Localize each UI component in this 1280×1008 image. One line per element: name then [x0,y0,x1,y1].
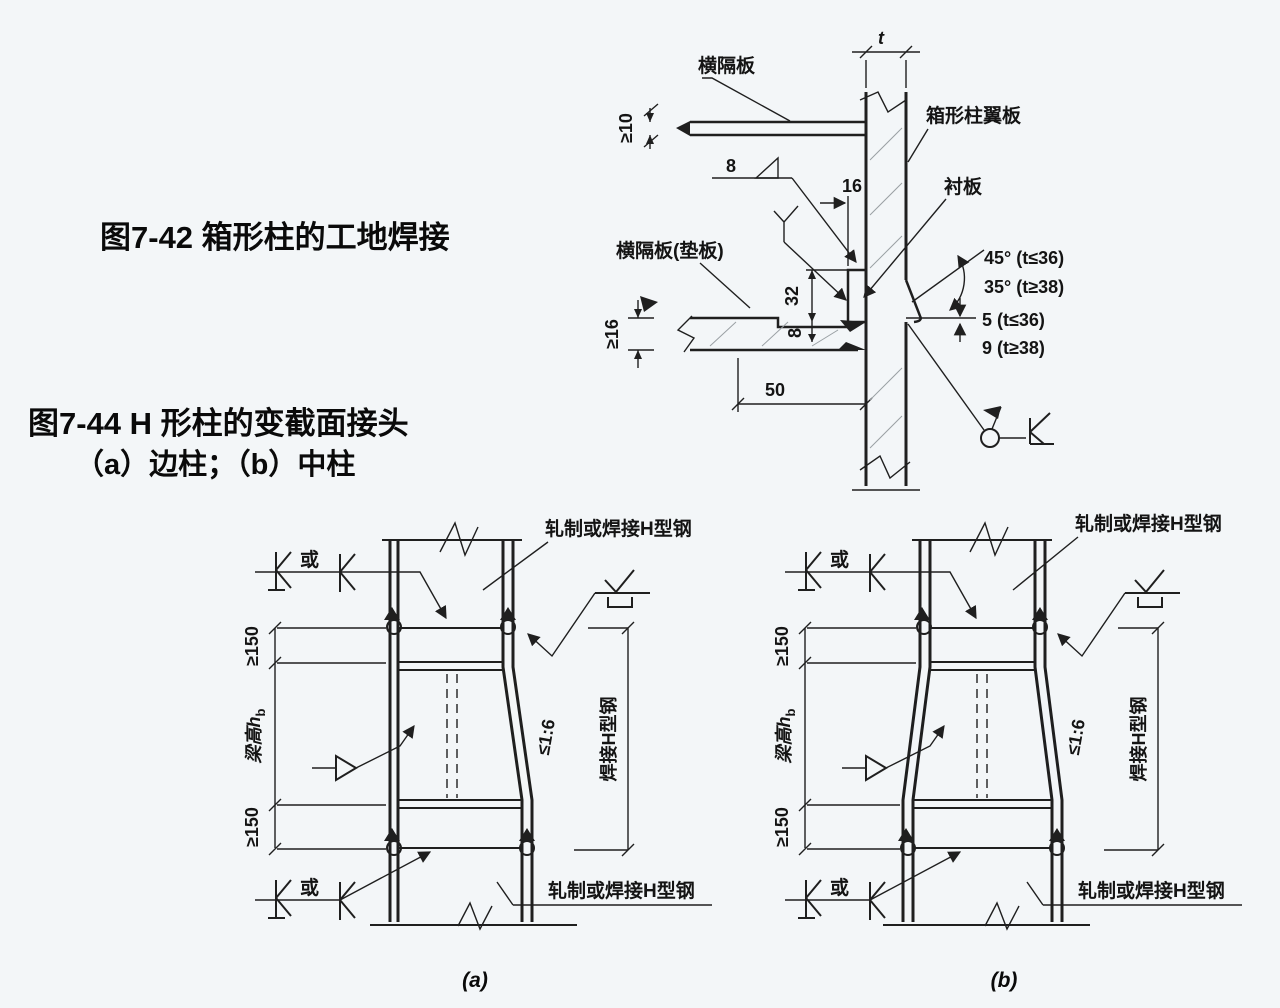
fig42-caption: 图7-42 箱形柱的工地焊接 [100,220,450,255]
column-a-body [370,521,577,931]
dim-150-bottom-a: ≥150 [242,807,262,847]
welded-h-a: 焊接H型钢 [598,697,619,782]
gap-5-label: 5 (t≤36) [982,310,1045,330]
caption-a: (a) [462,969,488,992]
column-b-or-bottom: 或 [785,851,962,920]
angle-45-label: 45° (t≤36) [984,248,1064,268]
mid-plate-text: 横隔板(垫板) [616,239,724,262]
dim-ge16: ≥16 [602,296,658,368]
or-bottom-b: 或 [830,876,849,899]
column-a-or-bottom: 或 [255,851,432,920]
column-a-right-dim: 焊接H型钢 [574,621,635,857]
column-b-left-dims: ≥150 梁高hb ≥150 [772,621,916,856]
column-b-labels: 轧制或焊接H型钢 轧制或焊接H型钢 [1012,512,1242,906]
fillet-size: 8 [726,156,736,176]
weld-tack-triangle [640,296,658,312]
dim-50: 50 [731,358,873,412]
backing-bar: 衬板 [846,175,983,324]
slope-b: ≤1:6 [1063,718,1089,757]
column-a-labels: 轧制或焊接H型钢 轧制或焊接H型钢 [482,517,712,906]
dim-150-top-a: ≥150 [242,626,262,666]
column-b-diagram: ≥150 梁高hb ≥150 或 或 轧制或焊接H型钢 轧制或焊接H型钢 [772,512,1242,992]
fig44-title: 图7-44 H 形柱的变截面接头 [28,406,409,441]
caption-block: 图7-42 箱形柱的工地焊接 图7-44 H 形柱的变截面接头 （a）边柱；（b… [28,220,450,481]
dim-16-label: 16 [842,176,862,196]
flange-label: 箱形柱翼板 [907,104,1022,163]
bevel-angles: 45° (t≤36) 35° (t≥38) 5 (t≤36) 9 (t≥38) [904,248,1064,358]
column-b-body [883,521,1090,931]
column-a-or-top: 或 [255,548,447,620]
label-top-a: 轧制或焊接H型钢 [545,517,692,540]
dim-150-bottom-b: ≥150 [772,807,792,847]
angle-35-label: 35° (t≥38) [984,277,1064,297]
or-top-b: 或 [830,548,849,571]
column-b-triangle-mark [842,724,945,782]
column-b-weld-symbol [1057,569,1180,658]
or-top-a: 或 [300,548,319,571]
label-bottom-a: 轧制或焊接H型钢 [548,879,695,902]
top-diaphragm: ≥10 [616,103,866,149]
or-bottom-a: 或 [300,876,319,899]
dim-32-8: 32 8 [782,269,848,342]
field-weld-flag [907,323,1054,448]
dim-50-label: 50 [765,380,785,400]
column-a-diagram: ≥150 梁高hb ≥150 或 或 轧制或焊接H型钢 轧制或焊接H型钢 [242,517,712,992]
gap-9-label: 9 (t≥38) [982,338,1045,358]
flange-text: 箱形柱翼板 [926,104,1022,127]
box-column-weld-detail: t ≥10 横隔板 箱形柱翼板 8 [602,28,1064,491]
dim-8-label: 8 [785,328,805,338]
dim-ge10: ≥10 [616,113,636,143]
slope-a: ≤1:6 [533,718,559,757]
top-plate-text: 横隔板 [698,54,756,77]
liner-text: 衬板 [944,175,983,198]
bevel-weld-mark [773,205,847,301]
label-bottom-b: 轧制或焊接H型钢 [1078,879,1225,902]
column-a-left-dims: ≥150 梁高hb ≥150 [242,621,386,856]
column-b-or-top: 或 [785,548,977,620]
dim-t-label: t [878,28,885,48]
mid-diaphragm-label: 横隔板(垫板) [616,239,751,309]
welded-h-b: 焊接H型钢 [1128,697,1149,782]
beam-height-a: 梁高hb [244,708,268,764]
dim-t: t [852,28,920,88]
dim-ge16-label: ≥16 [602,319,622,349]
column-b-right-dim: 焊接H型钢 [1104,621,1165,857]
lower-diaphragm [676,315,866,353]
caption-b: (b) [991,969,1018,992]
dim-150-top-b: ≥150 [772,626,792,666]
beam-height-b: 梁高hb [774,708,798,764]
fillet-weld-symbol: 8 [712,156,857,264]
lower-column-plate [852,322,920,491]
label-top-b: 轧制或焊接H型钢 [1075,512,1222,535]
dim-32-label: 32 [782,286,802,306]
column-a-weld-symbol [527,569,650,658]
fig44-subtitle: （a）边柱；（b）中柱 [75,448,355,481]
column-a-triangle-mark [312,724,415,782]
top-diaphragm-label: 横隔板 [698,54,791,122]
dim-16: 16 [820,176,862,266]
